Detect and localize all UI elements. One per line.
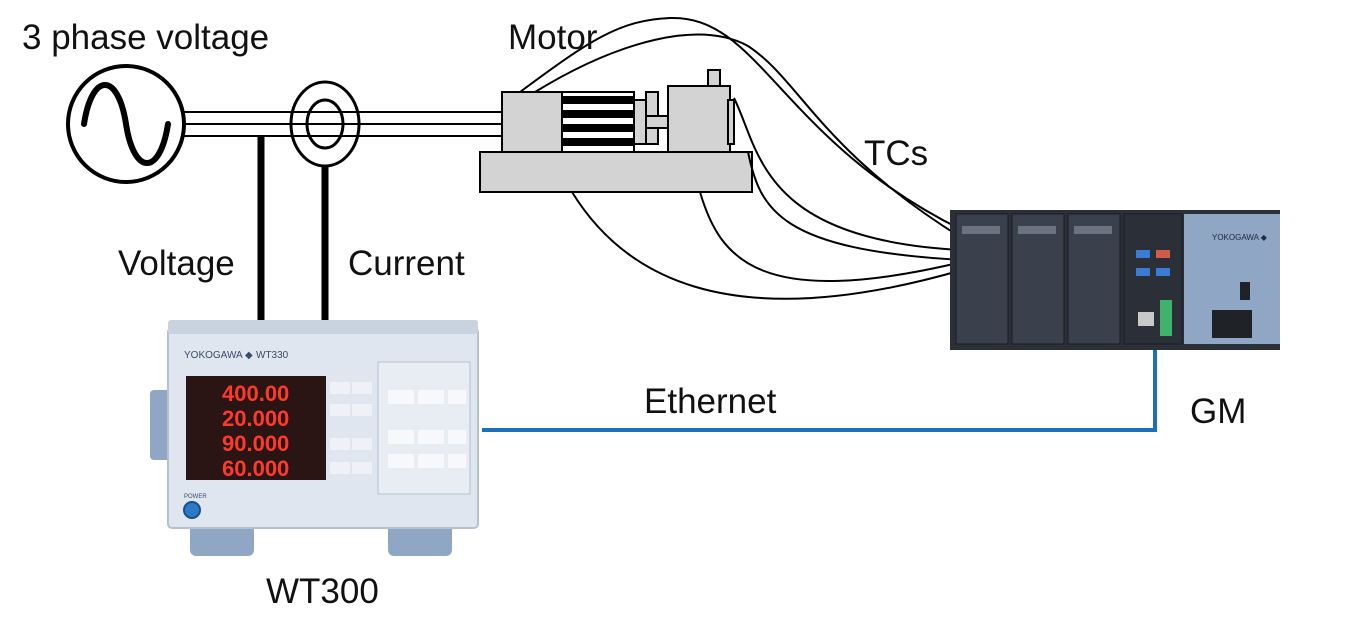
gm-ethernet-port [1138, 312, 1154, 326]
wt300-reading-3: 90.000 [222, 431, 289, 456]
motor [479, 69, 753, 193]
label-motor: Motor [508, 18, 598, 57]
wt300-reading-4: 60.000 [222, 456, 289, 481]
motor-fins [561, 91, 635, 153]
label-ethernet: Ethernet [644, 382, 777, 421]
ethernet-cable [482, 325, 1157, 432]
motor-coupling [667, 85, 731, 153]
gm-brand: YOKOGAWA ◆ [1212, 233, 1268, 242]
label-3-phase-voltage: 3 phase voltage [22, 18, 270, 57]
wt300-display [186, 376, 326, 480]
wt300-power-label: POWER [184, 494, 207, 500]
label-tcs: TCs [864, 134, 929, 173]
label-wt300: WT300 [266, 572, 379, 611]
wt300-power-button [183, 501, 201, 519]
wt300-model: WT330 [256, 350, 289, 361]
label-current: Current [348, 244, 465, 283]
wt300-power-meter: YOKOGAWA ◆ WT330 400.00 20.000 90.000 60… [150, 320, 479, 556]
thermocouple-wires [519, 16, 963, 300]
wt300-reading-2: 20.000 [222, 406, 289, 431]
wt300-brand: YOKOGAWA ◆ [184, 350, 253, 361]
gm-data-logger: YOKOGAWA ◆ [950, 210, 1280, 350]
ac-source-symbol [66, 64, 186, 184]
motor-base [479, 151, 753, 193]
wt300-reading-1: 400.00 [222, 381, 289, 406]
label-gm: GM [1190, 392, 1247, 431]
wt300-key-panel [377, 361, 471, 495]
label-voltage: Voltage [118, 244, 235, 283]
motor-housing [501, 91, 563, 153]
